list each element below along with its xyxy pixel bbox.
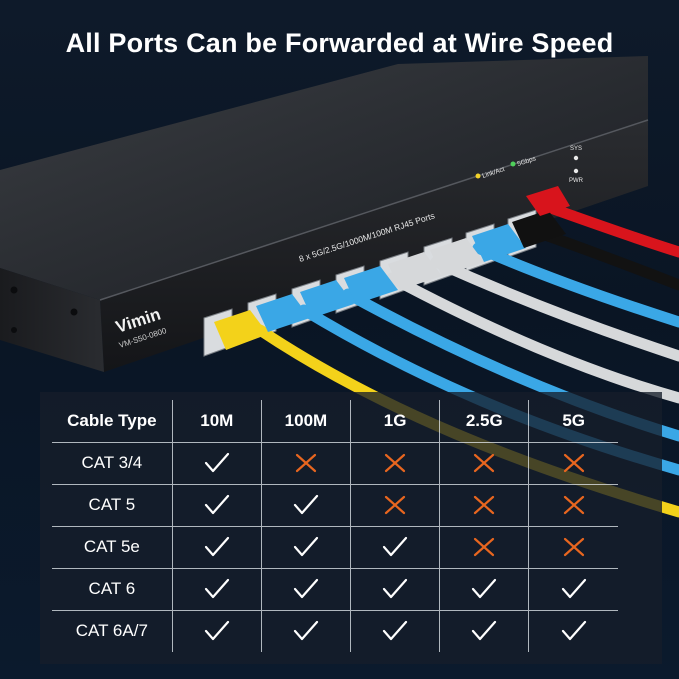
- check-icon: [472, 621, 497, 641]
- support-cell: [171, 567, 262, 610]
- check-icon: [293, 494, 319, 515]
- cross-icon: [474, 453, 495, 473]
- check-icon: [472, 578, 497, 599]
- cable-blue-1: [472, 242, 679, 328]
- support-cell: [260, 483, 351, 526]
- support-cell: [350, 609, 440, 652]
- support-cell: [528, 567, 618, 610]
- support-cell: [260, 567, 351, 610]
- support-cell: [439, 525, 529, 568]
- rj45-connectors: [214, 186, 570, 350]
- header-10m: 10M: [171, 400, 262, 442]
- cross-icon: [563, 495, 584, 515]
- check-icon: [382, 536, 408, 557]
- sys-led-label: SYS: [570, 146, 582, 152]
- cross-icon: [295, 453, 317, 473]
- support-cell: [439, 441, 529, 484]
- support-cell: [350, 567, 440, 610]
- check-icon: [293, 578, 319, 599]
- cross-icon: [474, 495, 495, 515]
- switch-side-face: [0, 268, 104, 372]
- table-row: CAT 5: [52, 483, 618, 526]
- check-icon: [293, 536, 319, 557]
- cross-icon: [384, 495, 406, 515]
- support-cell: [439, 483, 529, 526]
- table-row: CAT 6: [52, 567, 618, 610]
- header-5g: 5G: [528, 400, 618, 442]
- header-1g: 1G: [350, 400, 440, 442]
- cross-icon: [563, 537, 584, 557]
- support-cell: [350, 441, 440, 484]
- cross-icon: [384, 453, 406, 473]
- check-icon: [382, 578, 408, 599]
- check-icon: [561, 578, 586, 599]
- check-icon: [204, 621, 229, 641]
- check-icon: [204, 536, 229, 557]
- support-cell: [171, 525, 262, 568]
- support-cell: [350, 483, 440, 526]
- support-cell: [171, 441, 262, 484]
- table-row: CAT 3/4: [52, 441, 618, 484]
- cable-type-cell: CAT 6: [52, 567, 173, 610]
- header-cable-type: Cable Type: [67, 410, 157, 430]
- header-100m: 100M: [260, 400, 351, 442]
- table-row: CAT 5e: [52, 525, 618, 568]
- cross-icon: [474, 537, 495, 557]
- check-icon: [382, 621, 408, 641]
- headline: All Ports Can be Forwarded at Wire Speed: [65, 28, 614, 58]
- check-icon: [204, 578, 229, 599]
- support-cell: [528, 483, 618, 526]
- cable-grey-1: [430, 256, 679, 362]
- support-cell: [260, 441, 351, 484]
- support-cell: [260, 525, 351, 568]
- support-cell: [528, 441, 618, 484]
- support-cell: [171, 483, 262, 526]
- check-icon: [561, 621, 586, 641]
- check-icon: [204, 494, 229, 515]
- check-icon: [293, 621, 319, 641]
- cable-red: [539, 200, 679, 258]
- cable-type-cell: CAT 5e: [52, 525, 173, 568]
- cable-type-cell: CAT 5: [52, 483, 173, 526]
- pwr-led-label: PWR: [569, 178, 584, 184]
- switch-top-face: [0, 56, 648, 300]
- support-cell: [528, 609, 618, 652]
- support-cell: [439, 567, 529, 610]
- cable-grey-2: [386, 272, 679, 404]
- support-cell: [260, 609, 351, 652]
- support-cell: [350, 525, 440, 568]
- cross-icon: [563, 453, 584, 473]
- table-header-row: Cable Type 10M 100M 1G 2.5G 5G: [52, 400, 618, 442]
- header-2-5g: 2.5G: [439, 400, 529, 442]
- cable-type-cell: CAT 6A/7: [52, 609, 173, 652]
- cable-type-cell: CAT 3/4: [52, 441, 173, 484]
- switch-front-face: [100, 120, 648, 372]
- support-cell: [528, 525, 618, 568]
- table-row: CAT 6A/7: [52, 609, 618, 652]
- check-icon: [204, 452, 229, 473]
- support-cell: [171, 609, 262, 652]
- support-cell: [439, 609, 529, 652]
